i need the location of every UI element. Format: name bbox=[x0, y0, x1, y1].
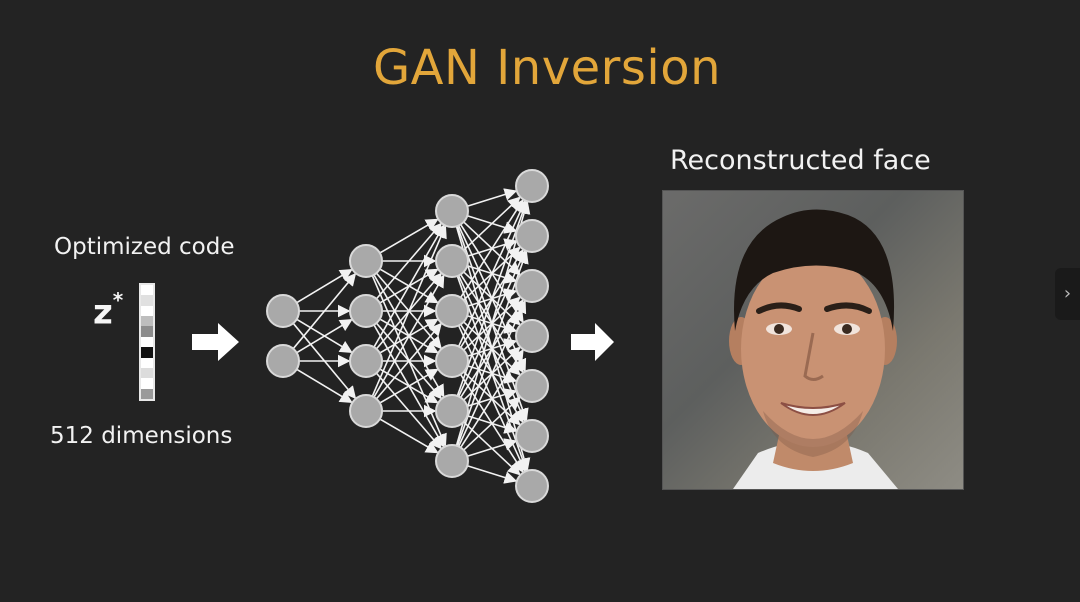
latent-symbol-superscript: * bbox=[112, 288, 124, 312]
network-node bbox=[515, 319, 549, 353]
network-node bbox=[515, 469, 549, 503]
dimensions-label: 512 dimensions bbox=[50, 423, 233, 449]
network-edge bbox=[467, 188, 518, 207]
slide-title: GAN Inversion bbox=[372, 40, 722, 96]
network-edge bbox=[455, 200, 531, 446]
chevron-right-icon: › bbox=[1063, 283, 1072, 304]
network-edge bbox=[373, 274, 445, 398]
network-edge bbox=[457, 300, 527, 447]
network-edge bbox=[467, 438, 518, 457]
side-panel-toggle[interactable]: › bbox=[1055, 268, 1080, 320]
network-edge bbox=[296, 368, 353, 404]
latent-symbol-letter: z bbox=[93, 292, 113, 333]
latent-vector-cell bbox=[141, 326, 153, 337]
network-edge bbox=[296, 268, 353, 304]
latent-vector-cell bbox=[141, 367, 153, 379]
network-node bbox=[435, 194, 469, 228]
latent-vector-cell bbox=[141, 295, 153, 306]
latent-symbol: z* bbox=[93, 288, 123, 333]
network-node bbox=[266, 344, 300, 378]
network-node bbox=[435, 294, 469, 328]
latent-vector-cell bbox=[141, 378, 153, 389]
network-node bbox=[349, 394, 383, 428]
network-edge bbox=[463, 196, 521, 251]
network-node bbox=[515, 169, 549, 203]
network-node bbox=[435, 244, 469, 278]
network-node bbox=[349, 294, 383, 328]
network-node bbox=[515, 419, 549, 453]
latent-vector-cell bbox=[141, 285, 153, 296]
right-arrow-icon bbox=[571, 323, 614, 361]
network-edge bbox=[373, 224, 445, 348]
network-edge bbox=[375, 322, 442, 400]
network-edge bbox=[375, 222, 442, 300]
face-illustration bbox=[729, 209, 898, 489]
network-edge bbox=[457, 200, 527, 347]
network-edge bbox=[296, 318, 353, 354]
network-edge bbox=[467, 465, 518, 484]
network-node bbox=[349, 344, 383, 378]
latent-code-vector bbox=[139, 283, 155, 401]
latent-vector-cell bbox=[141, 316, 153, 327]
network-edge bbox=[463, 396, 521, 451]
network-node bbox=[435, 394, 469, 428]
network-node bbox=[515, 269, 549, 303]
optimized-code-label: Optimized code bbox=[54, 234, 235, 260]
network-edge bbox=[456, 250, 529, 447]
network-edge bbox=[456, 200, 529, 397]
network-node bbox=[515, 219, 549, 253]
reconstructed-face-label: Reconstructed face bbox=[670, 145, 931, 176]
network-edge bbox=[459, 198, 524, 298]
network-edge bbox=[379, 368, 439, 404]
right-arrow-icon bbox=[192, 323, 239, 361]
latent-vector-cell bbox=[141, 357, 153, 368]
latent-vector-cell bbox=[141, 336, 153, 348]
latent-vector-cell bbox=[141, 388, 153, 399]
network-node bbox=[435, 444, 469, 478]
latent-vector-cell bbox=[141, 347, 153, 358]
network-edge bbox=[379, 418, 439, 454]
network-edge bbox=[292, 272, 357, 350]
network-edge bbox=[379, 218, 439, 254]
network-node bbox=[435, 344, 469, 378]
network-edge bbox=[371, 225, 447, 397]
latent-vector-cell bbox=[141, 305, 153, 317]
network-edge bbox=[459, 348, 524, 448]
network-node bbox=[515, 369, 549, 403]
network-node bbox=[349, 244, 383, 278]
reconstructed-face-image bbox=[662, 190, 964, 490]
network-node bbox=[266, 294, 300, 328]
